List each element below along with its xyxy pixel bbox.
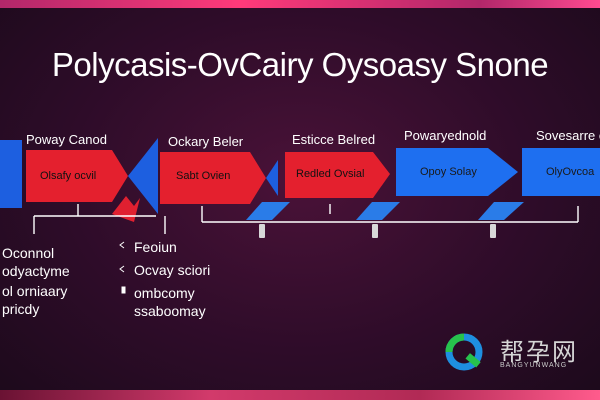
stage-box-5-text: OlyOvcoa [546,166,595,178]
watermark-logo: 帮孕网 BANGYUNWANG [444,330,594,372]
blue-plate-1 [246,202,290,220]
middle-note-1: Feoiun [134,239,177,255]
stage-label-5: Sovesarre of [536,128,600,143]
stage-2-arrowhead [266,160,278,196]
stage-box-3-text: Redled Ovsial [296,168,365,180]
left-note-2: odyactyme [2,263,70,279]
stage-label-1: Poway Canod [26,132,107,147]
stage-box-3 [285,152,390,198]
blue-plate-2 [356,202,400,220]
left-note-4: pricdy [2,301,40,317]
stage-box-4 [396,148,518,196]
stage-box-4-text: Opoy Solay [420,166,477,178]
left-connectors [33,204,166,234]
logo-text-cn: 帮孕网 [500,338,578,366]
diagram-title: Polycasis-OvCairy Oysoasy Snone [51,46,549,83]
logo-q-icon [445,333,483,371]
left-note-1: Oconnol [2,245,55,261]
red-pointer-arrow [112,196,140,222]
stage-box-1-text: Olsafy ocvil [40,170,97,182]
bottom-accent-bar [0,390,600,400]
left-blue-arrow-stem [0,140,22,208]
small-arrow-markers [119,241,126,294]
stage-box-2-text: Sabt Ovien [176,170,231,182]
middle-note-3: ombcomy [134,285,195,301]
logo-text-en: BANGYUNWANG [500,362,568,369]
connector-markers [259,224,496,238]
right-connectors [201,204,579,223]
stage-label-3: Esticce Belred [292,132,376,147]
middle-note-2: Ocvay sciori [134,262,211,278]
stage-label-2: Ockary Beler [168,134,244,149]
middle-note-4: ssaboomay [134,303,206,319]
left-note-3: ol orniaary [2,283,68,299]
stage-box-2 [160,152,266,204]
blue-plate-3 [478,202,524,220]
stage-1-arrowhead [128,138,158,214]
stage-label-4: Powaryednold [404,128,487,143]
top-accent-bar [0,0,600,8]
stage-box-5 [522,148,600,196]
stage-box-1 [26,150,128,202]
